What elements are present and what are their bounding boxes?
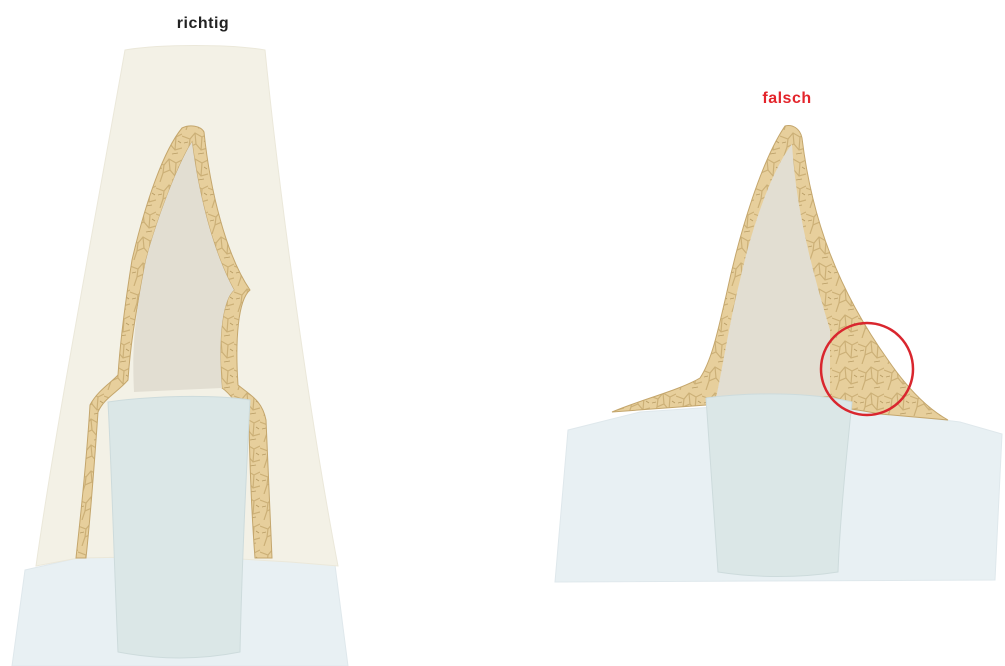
wrong-crown [555,126,1002,583]
correct-crown [12,46,348,666]
correct-abutment [108,396,250,658]
label-correct: richtig [177,15,229,33]
label-wrong: falsch [762,90,811,108]
wrong-abutment [706,394,852,577]
